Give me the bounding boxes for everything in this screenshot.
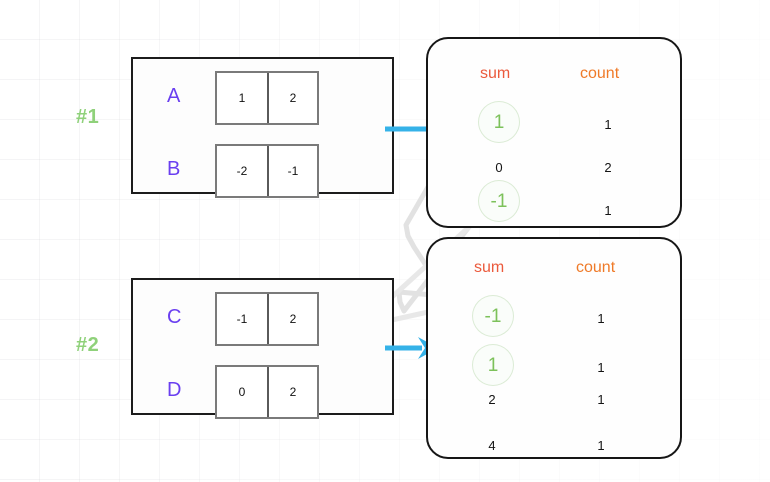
table1-header-sum: sum: [480, 65, 511, 82]
partition-group-2: C -1 2 D 0 2: [131, 278, 394, 419]
table2-sum-3: 4: [488, 438, 496, 453]
table2-header-sum: sum: [474, 259, 505, 276]
cell-a-0: 1: [238, 91, 246, 105]
row-letter-d: D: [167, 379, 182, 401]
cellpair-d: 0 2: [215, 365, 319, 419]
table1-sum-0: 1: [478, 101, 520, 143]
table1-sum-1: 0: [495, 160, 503, 175]
cell-c-1: 2: [267, 294, 317, 344]
group-label-2: #2: [76, 334, 100, 356]
cell-b-0: -2: [236, 164, 248, 178]
table1-count-0: 1: [604, 117, 612, 132]
table2-count-2: 1: [597, 392, 605, 407]
table1-count-2: 1: [604, 203, 612, 218]
cell-b-1: -1: [267, 146, 317, 196]
row-letter-c: C: [167, 306, 182, 328]
table2-sum-0: -1: [472, 295, 514, 337]
cell-d-1: 2: [267, 367, 317, 417]
table2-sum-1: 1: [472, 344, 514, 386]
table2-sum-2: 2: [488, 392, 496, 407]
group-label-1: #1: [76, 106, 100, 128]
row-letter-b: B: [167, 158, 181, 180]
table2-count-3: 1: [597, 438, 605, 453]
cellpair-b: -2 -1: [215, 144, 319, 198]
table1-header-count: count: [580, 65, 620, 82]
table2-count-1: 1: [597, 360, 605, 375]
partition-group-1: A 1 2 B -2 -1: [131, 57, 394, 198]
aggregate-table-2: sum count -1 1 1 1 2 1 4 1: [426, 237, 682, 459]
table2-header-count: count: [576, 259, 616, 276]
table1-sum-2: -1: [478, 180, 520, 222]
table2-count-0: 1: [597, 311, 605, 326]
cell-d-0: 0: [238, 385, 246, 399]
table1-count-1: 2: [604, 160, 612, 175]
cellpair-c: -1 2: [215, 292, 319, 346]
row-letter-a: A: [167, 85, 181, 107]
cellpair-a: 1 2: [215, 71, 319, 125]
cell-c-0: -1: [236, 312, 248, 326]
aggregate-table-1: sum count 1 1 0 2 -1 1: [426, 37, 682, 228]
cell-a-1: 2: [267, 73, 317, 123]
